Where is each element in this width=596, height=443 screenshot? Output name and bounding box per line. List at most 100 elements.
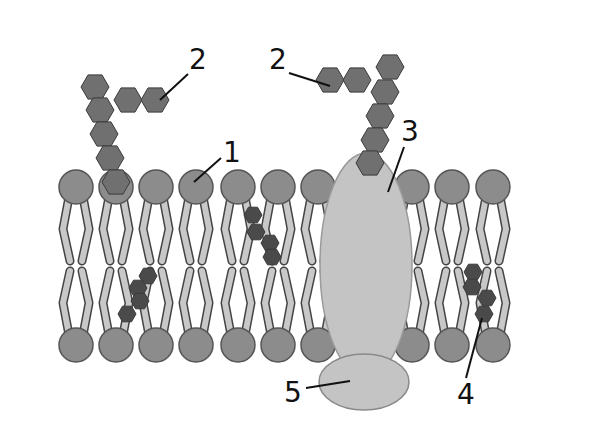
phospholipid (99, 170, 133, 362)
phospholipid (221, 170, 255, 362)
lipid-tail (499, 197, 506, 261)
leader-line (466, 318, 482, 378)
sugar-hexagon (141, 88, 169, 112)
lipid-tail (284, 197, 291, 261)
lipid-tail (458, 271, 465, 335)
lipid-head (179, 328, 213, 362)
lipid-tail (162, 271, 169, 335)
lipid-tail (225, 197, 232, 261)
sugar-hexagon (86, 98, 114, 122)
lipid-tail (499, 271, 506, 335)
sugar-hexagon (343, 68, 371, 92)
cholesterol-ring (463, 279, 481, 295)
lipid-tail (183, 271, 190, 335)
sugar-hexagon (356, 151, 384, 175)
lipid-head (476, 328, 510, 362)
phospholipid (179, 170, 213, 362)
peripheral-protein (319, 354, 409, 410)
lipid-tail (480, 197, 487, 261)
sugar-hexagon (371, 80, 399, 104)
lipid-tail (143, 197, 150, 261)
lipid-tail (458, 197, 465, 261)
cholesterol-ring (261, 235, 279, 251)
callout-number: 1 (223, 139, 241, 167)
sugar-hexagon (361, 128, 389, 152)
lipid-tail (63, 197, 70, 261)
lipid-tail (305, 271, 312, 335)
lipid-tail (418, 271, 425, 335)
cholesterol-ring (118, 306, 136, 322)
lipid-tail (265, 271, 272, 335)
cholesterol-ring (475, 306, 493, 322)
leader-line (194, 158, 221, 182)
phospholipid-bilayer (59, 170, 510, 362)
cholesterol-ring (478, 290, 496, 306)
lipid-tail (439, 271, 446, 335)
lipid-tail (225, 197, 232, 261)
integral-protein (320, 153, 412, 377)
phospholipid (261, 170, 295, 362)
carbohydrate-chains (81, 55, 404, 194)
lipid-tail (305, 197, 312, 261)
callout-number: 3 (401, 118, 419, 146)
lipid-tail (103, 197, 110, 261)
cholesterol-ring (131, 293, 149, 309)
lipid-tail (480, 197, 487, 261)
leader-line (306, 381, 350, 388)
lipid-head (59, 170, 93, 204)
lipid-tail (244, 271, 251, 335)
cholesterol-ring (247, 224, 265, 240)
sugar-hexagon (90, 122, 118, 146)
lipid-head (221, 170, 255, 204)
leader-line (388, 147, 404, 192)
lipid-tail (244, 271, 251, 335)
sugar-hexagon (114, 88, 142, 112)
sugar-hexagon (96, 146, 124, 170)
lipid-tail (103, 271, 110, 335)
lipid-head (476, 170, 510, 204)
lipid-tail (458, 271, 465, 335)
cholesterol-ring (244, 207, 262, 223)
lipid-tail (162, 197, 169, 261)
lipid-tail (82, 271, 89, 335)
sugar-hexagon (376, 55, 404, 79)
lipid-tail (82, 197, 89, 261)
lipid-tail (202, 271, 209, 335)
lipid-head (59, 328, 93, 362)
lipid-tail (284, 271, 291, 335)
lipid-tail (284, 197, 291, 261)
leader-line (160, 74, 188, 100)
lipid-tail (305, 197, 312, 261)
lipid-tail (82, 271, 89, 335)
lipid-tail (225, 271, 232, 335)
lipid-tail (499, 271, 506, 335)
lipid-head (139, 170, 173, 204)
lipid-tail (162, 271, 169, 335)
lipid-tail (418, 197, 425, 261)
lipid-tail (305, 271, 312, 335)
lipid-tail (82, 197, 89, 261)
callout-number: 5 (284, 379, 302, 407)
lipid-tail (439, 271, 446, 335)
lipid-head (99, 170, 133, 204)
lipid-tail (103, 271, 110, 335)
lipid-tail (143, 197, 150, 261)
lipid-head (221, 328, 255, 362)
lipid-head (261, 328, 295, 362)
lipid-tail (418, 197, 425, 261)
lipid-head (261, 170, 295, 204)
sugar-hexagon (316, 68, 344, 92)
lipid-head (99, 328, 133, 362)
lipid-tail (63, 271, 70, 335)
lipid-tail (458, 197, 465, 261)
lipid-tail (418, 271, 425, 335)
sugar-hexagon (102, 170, 130, 194)
phospholipid (476, 170, 510, 362)
callout-number: 4 (457, 381, 475, 409)
lipid-head (139, 328, 173, 362)
lipid-tail (63, 197, 70, 261)
lipid-tail (183, 197, 190, 261)
phospholipid (59, 170, 93, 362)
